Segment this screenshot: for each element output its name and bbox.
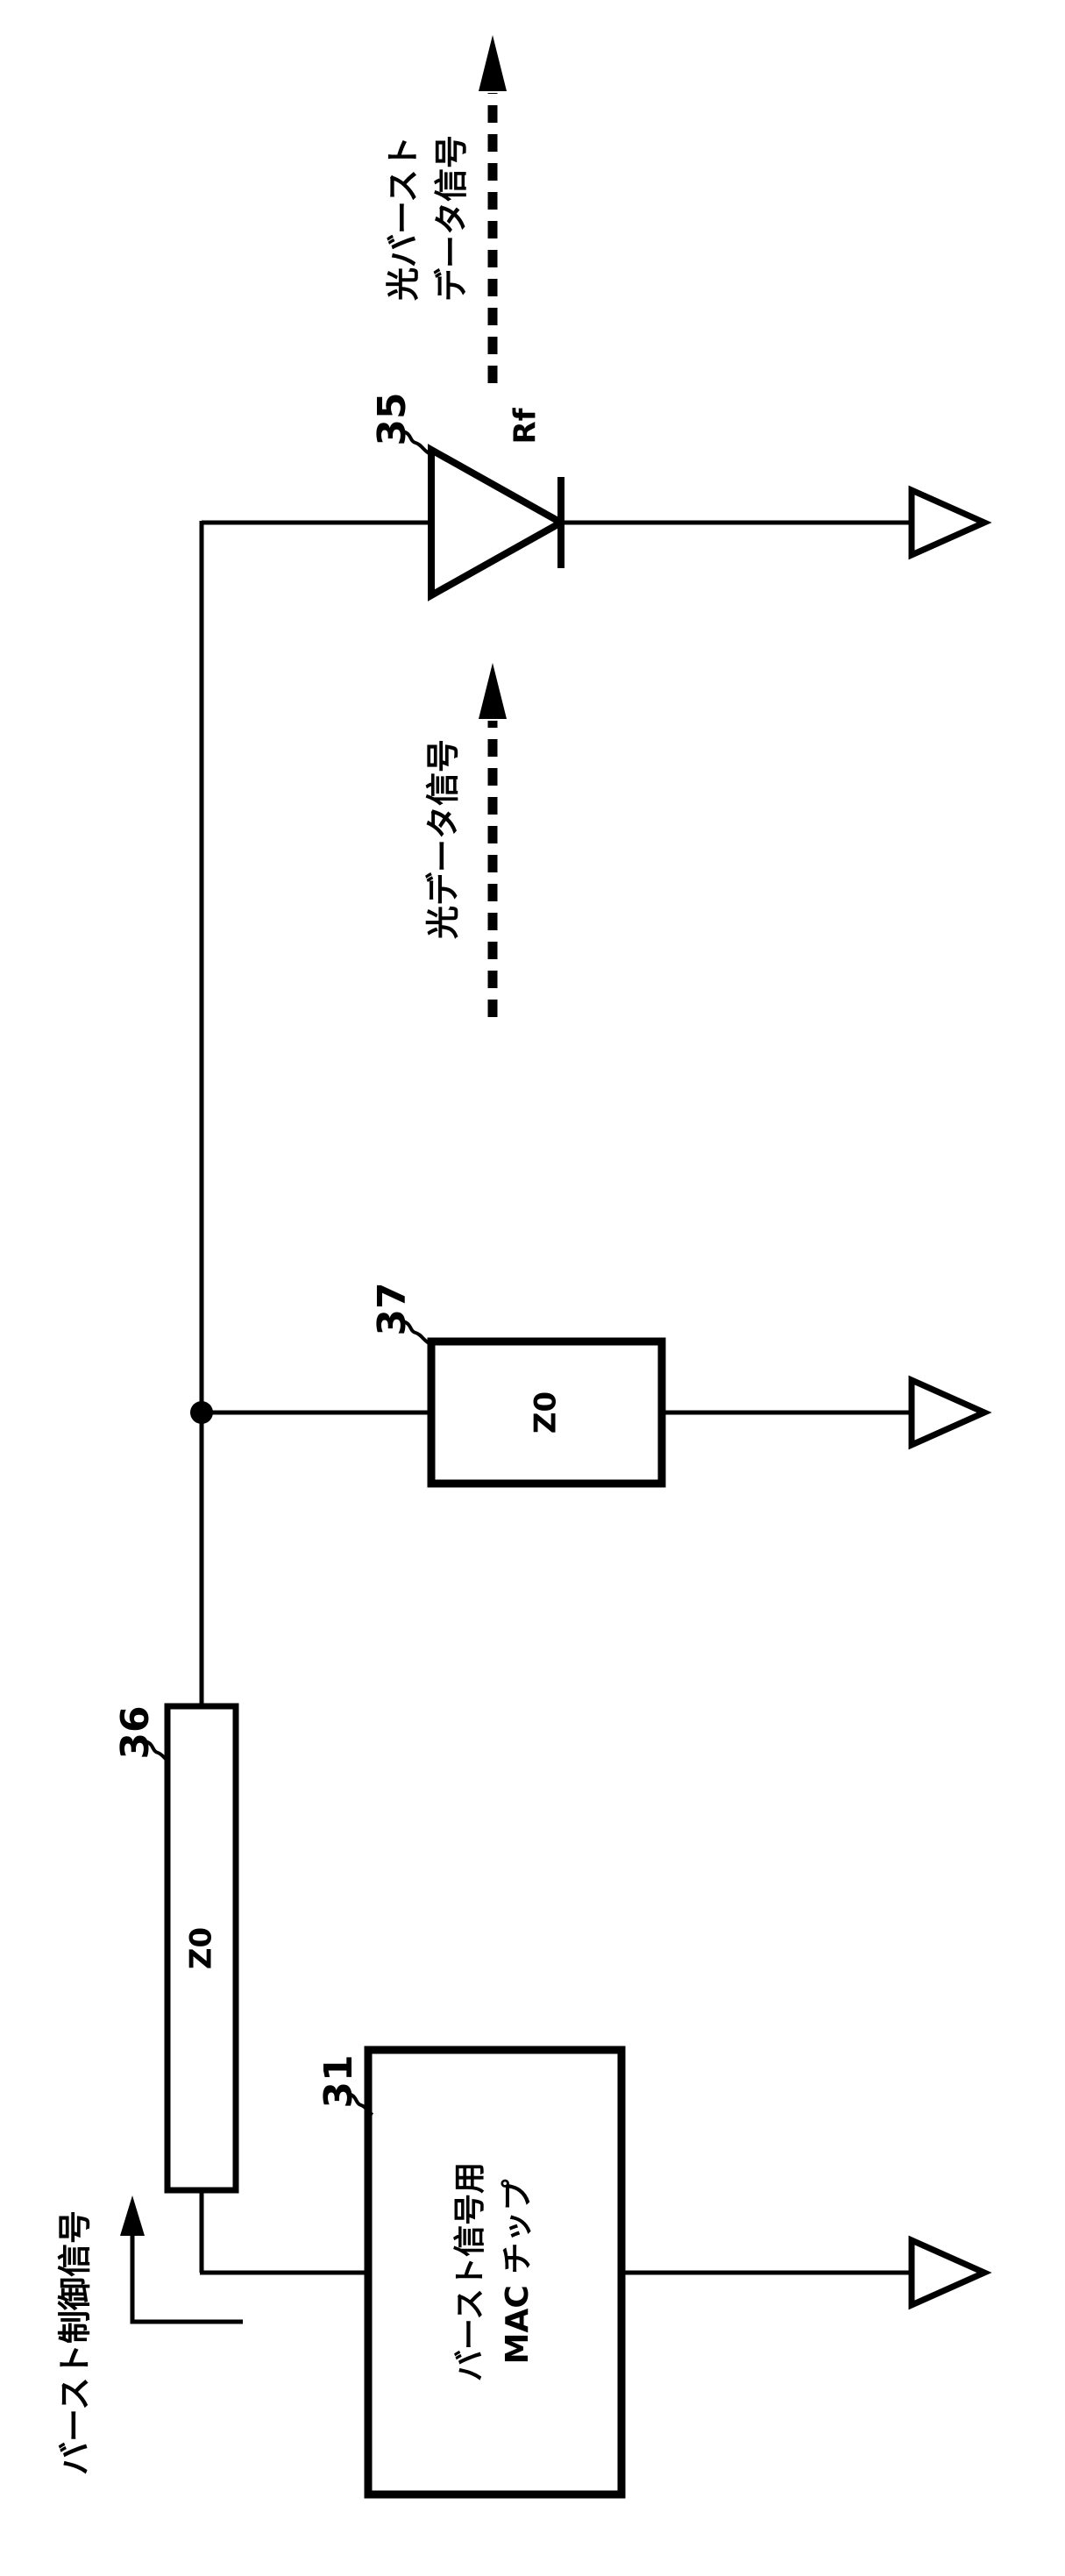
- burst-control-arrow-line: [130, 2222, 243, 2324]
- optical-data-signal-label: 光データ信号: [423, 738, 463, 940]
- leader-squiggle-35: [402, 430, 431, 456]
- ref-numeral-31: 31: [316, 2054, 362, 2109]
- optical-burst-output-arrowhead: [479, 35, 507, 91]
- optical-data-input-arrowhead: [479, 663, 507, 719]
- termination-resistor-box-37: [427, 1337, 666, 1488]
- junction-dot: [190, 1401, 213, 1424]
- optical-burst-data-signal-label: 光バースト データ信号: [383, 134, 471, 302]
- ground-symbol-resistor: [908, 1375, 992, 1450]
- diode-triangle-35: [428, 444, 569, 601]
- rf-label: Rf: [508, 408, 543, 445]
- transmission-line-box-36: [164, 1703, 239, 2194]
- z0-label-transmission-line: Z0: [183, 1926, 219, 1970]
- ref-numeral-37: 37: [370, 1282, 415, 1336]
- leader-squiggle-36: [145, 1740, 170, 1763]
- mac-chip-box-31: [364, 2046, 626, 2499]
- ground-symbol-chip: [908, 2235, 992, 2310]
- mac-chip-label: バースト信号用 MAC チップ: [452, 2161, 536, 2382]
- leader-squiggle-37: [402, 1320, 431, 1346]
- ref-numeral-35: 35: [370, 392, 415, 446]
- leader-squiggle-31: [348, 2092, 374, 2117]
- z0-label-termination-resistor: Z0: [528, 1391, 564, 1434]
- burst-control-arrowhead: [120, 2195, 145, 2236]
- burst-control-signal-label: バースト制御信号: [55, 2210, 95, 2476]
- ref-numeral-36: 36: [113, 1705, 159, 1760]
- ground-symbol-diode: [908, 485, 992, 560]
